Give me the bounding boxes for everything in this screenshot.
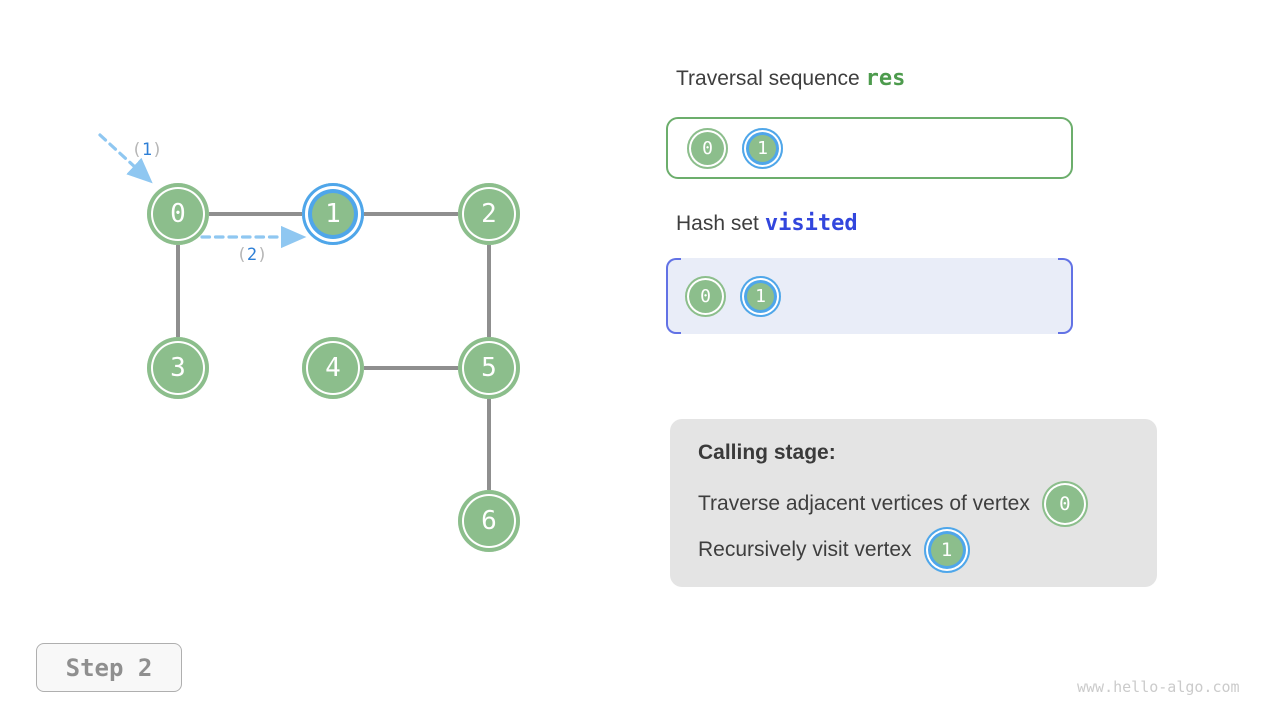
calling-line-text: Recursively visit vertex xyxy=(698,538,912,561)
graph-node-0: 0 xyxy=(147,183,209,245)
arrow-order-label-part: ) xyxy=(257,245,268,265)
visited-title-text: Hash set xyxy=(676,212,759,235)
graph-node-2: 2 xyxy=(458,183,520,245)
calling-line-vertex-slot: 1 xyxy=(923,527,970,573)
graph-node-4: 4 xyxy=(302,337,364,399)
left-bracket xyxy=(666,258,681,334)
arrow-order-label-part: ) xyxy=(152,140,163,160)
graph-edge-0-3 xyxy=(176,214,180,368)
traversal-arrows-layer xyxy=(98,133,307,249)
graph-node-5: 5 xyxy=(458,337,520,399)
calling-stage-line: Recursively visit vertex 1 xyxy=(698,527,970,573)
arrow-order-label-part: 2 xyxy=(246,245,258,265)
res-code-text: res xyxy=(865,66,906,91)
traversal-arrow-1 xyxy=(98,133,153,184)
visited-code-text: visited xyxy=(764,211,858,236)
arrow-order-label-1: (1) xyxy=(132,140,163,160)
vertex-chip-1: 1 xyxy=(923,527,970,573)
watermark: www.hello-algo.com xyxy=(1077,678,1240,696)
calling-stage-line: Traverse adjacent vertices of vertex 0 xyxy=(698,481,1088,527)
graph-edge-0-1 xyxy=(178,212,333,216)
arrow-order-label-2: (2) xyxy=(237,245,268,265)
calling-stage-panel: Calling stage: Traverse adjacent vertice… xyxy=(670,419,1157,587)
vertex-chip-1: 1 xyxy=(740,275,781,317)
res-title-text: Traversal sequence xyxy=(676,67,860,90)
arrow-order-label-part: ( xyxy=(236,245,247,265)
vertex-chip-0: 0 xyxy=(687,127,728,169)
graph-edge-1-2 xyxy=(333,212,489,216)
graph-edge-4-5 xyxy=(333,366,489,370)
graph-node-6: 6 xyxy=(458,490,520,552)
graph-edge-2-5 xyxy=(487,214,491,368)
graph-node-3: 3 xyxy=(147,337,209,399)
right-bracket xyxy=(1058,258,1073,334)
calling-line-vertex-slot: 0 xyxy=(1041,481,1088,527)
vertex-chip-0: 0 xyxy=(1041,481,1088,527)
step-badge: Step 2 xyxy=(36,643,182,692)
calling-stage-heading: Calling stage: xyxy=(698,441,836,464)
arrow-order-label-part: 1 xyxy=(141,140,153,160)
graph-edge-5-6 xyxy=(487,368,491,521)
graph-node-1: 1 xyxy=(302,183,364,245)
arrow-order-label-part: ( xyxy=(131,140,142,160)
vertex-chip-0: 0 xyxy=(685,275,726,317)
vertex-chip-1: 1 xyxy=(742,127,783,169)
calling-line-text: Traverse adjacent vertices of vertex xyxy=(698,492,1030,515)
